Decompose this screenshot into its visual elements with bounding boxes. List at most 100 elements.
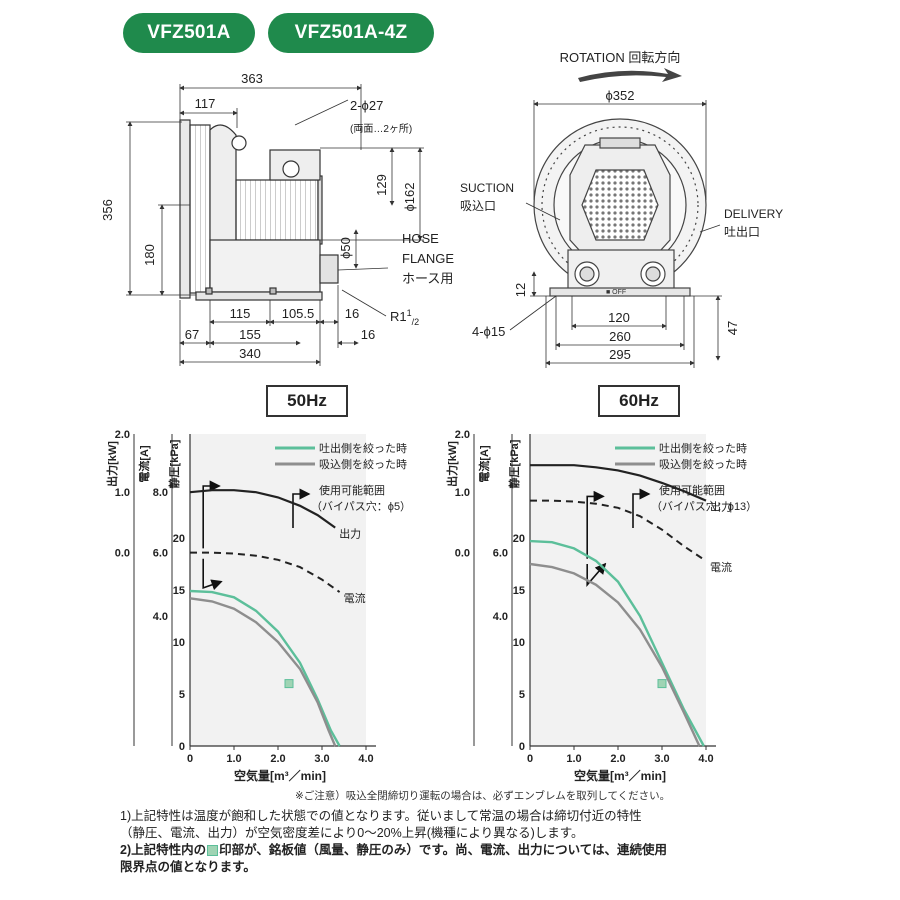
dim-center-height: 180 [142, 244, 157, 266]
legend-suction: 吸込側を絞った時 [319, 457, 407, 471]
series-line-suction [189, 597, 337, 747]
current-tick-label: 6.0 [493, 548, 508, 560]
power-tick-label: 1.0 [455, 487, 470, 499]
model-name: VFZ501A-4Z [294, 22, 408, 43]
current-tick-label: 6.0 [153, 548, 168, 560]
series-line-power [189, 489, 336, 529]
label-holes-note: (両面…2ヶ所) [350, 123, 412, 135]
range-marker-lower [202, 558, 223, 591]
legend-range-arrow [292, 488, 311, 528]
model-name: VFZ501A [147, 22, 231, 43]
pressure-tick-label: 15 [173, 585, 185, 597]
side-view-drawing: 363 117 356 180 129 ϕ162 ϕ50 115 105.5 1… [100, 71, 454, 366]
axis-title-airflow: 空気量[m³／min] [574, 768, 666, 783]
dim-motor-dia: ϕ162 [402, 183, 417, 212]
legend-discharge: 吐出側を絞った時 [659, 441, 747, 455]
caution-note: ※ご注意）吸込全閉締切り運転の場合は、必ずエンブレムを取列してください。 [295, 790, 671, 802]
series-line-suction [529, 562, 701, 747]
power-tick-label: 2.0 [455, 429, 470, 441]
dim-flange-offset: 117 [195, 96, 216, 111]
x-tick-label: 3.0 [654, 753, 669, 765]
range-marker-upper [586, 490, 605, 559]
series-line-discharge [529, 539, 705, 747]
rated-square-icon [207, 845, 219, 857]
dim-base-length: 340 [239, 346, 261, 361]
legend-discharge: 吐出側を絞った時 [319, 441, 407, 455]
notes-section: ※ご注意）吸込全閉締切り運転の場合は、必ずエンブレムを取列してください。 1)上… [120, 790, 780, 876]
curve-label-current: 電流 [710, 560, 732, 574]
suction-label-jp: 吸込口 [460, 199, 496, 213]
legend-range: 使用可能範囲 [319, 483, 385, 497]
label-thread: R11/2 [390, 308, 419, 327]
dim-hose-dia: ϕ50 [338, 237, 353, 259]
delivery-label-en: DELIVERY [724, 207, 783, 221]
suction-label-en: SUCTION [460, 181, 514, 195]
plot-area [190, 434, 366, 746]
legend-range-arrow [632, 488, 651, 528]
note-2: 2)上記特性内の印部が、銘板値（風量、静圧のみ）です。尚、電流、出力については、… [120, 843, 668, 857]
pressure-tick-label: 15 [513, 585, 525, 597]
legend-range: 使用可能範囲 [659, 483, 725, 497]
axis-title-current: 電流[A] [477, 445, 491, 483]
note-1b: （静圧、電流、出力）が空気密度差により0〜20%上昇(機種により異なる)します。 [120, 826, 584, 840]
pressure-tick-label: 20 [513, 533, 525, 545]
current-tick-label: 4.0 [153, 611, 168, 623]
x-tick-label: 0 [527, 753, 533, 765]
range-marker-lower [586, 562, 607, 587]
model-badge-vfz501a: VFZ501A [123, 13, 255, 53]
freq-label-60hz: 60Hz [598, 385, 680, 417]
current-tick-label: 8.0 [153, 487, 168, 499]
axis-title-pressure: 静圧[kPa] [507, 439, 521, 488]
power-tick-label: 2.0 [115, 429, 130, 441]
rotation-arrow-icon [578, 68, 682, 82]
pressure-tick-label: 0 [179, 741, 185, 753]
axis-title-pressure: 静圧[kPa] [167, 439, 181, 488]
note-2b: 限界点の値となります。 [120, 860, 256, 874]
series-line-discharge [189, 589, 341, 747]
current-tick-label: 4.0 [493, 611, 508, 623]
pressure-tick-label: 20 [173, 533, 185, 545]
pressure-tick-label: 10 [173, 637, 185, 649]
label-holes: 2-ϕ27 [350, 98, 383, 113]
power-tick-label: 1.0 [115, 487, 130, 499]
dim-hole-spacing: 115 [230, 306, 251, 321]
front-view-drawing: ROTATION 回転方向 ϕ352 ■ OFF [460, 50, 783, 368]
power-tick-label: 0.0 [455, 548, 470, 560]
x-tick-label: 1.0 [226, 753, 241, 765]
dim-mid-span: 260 [609, 329, 631, 344]
x-tick-label: 3.0 [314, 753, 329, 765]
x-tick-label: 4.0 [358, 753, 373, 765]
series-line-current [530, 499, 707, 562]
dim-height: 356 [100, 199, 115, 221]
x-tick-label: 1.0 [566, 753, 581, 765]
dim-pipe-offset: 16 [345, 306, 359, 321]
curve-label-current: 電流 [344, 591, 366, 605]
dim-inner-span: 120 [608, 310, 630, 325]
note-1: 1)上記特性は温度が飽和した状態での値となります。従いまして常温の場合は締切付近… [120, 809, 642, 823]
label-hose-2: FLANGE [402, 251, 454, 266]
dim-base-height: 47 [725, 321, 740, 335]
x-tick-label: 2.0 [610, 753, 625, 765]
dim-overall-length: 363 [241, 71, 263, 86]
plate-text: ■ OFF [606, 289, 626, 296]
legend-suction: 吸込側を絞った時 [659, 457, 747, 471]
dim-outer-span: 295 [609, 347, 631, 362]
dim-foot-height: 12 [513, 283, 528, 297]
label-hose-1: HOSE [402, 231, 439, 246]
dim-pipe-offset-2: 16 [361, 327, 375, 342]
series-line-power [530, 464, 707, 502]
dim-hole-offset: 105.5 [282, 306, 315, 321]
technical-drawings: 363 117 356 180 129 ϕ162 ϕ50 115 105.5 1… [100, 50, 783, 368]
legend-bypass: （バイパス穴：ϕ13） [651, 499, 757, 513]
dim-mount-holes: 4-ϕ15 [472, 324, 505, 339]
dim-foot-span: 155 [239, 327, 261, 342]
axis-title-airflow: 空気量[m³／min] [234, 768, 326, 783]
freq-text: 50Hz [287, 391, 327, 410]
curve-label-power: 出力 [339, 527, 361, 541]
rated-point-marker [284, 679, 294, 689]
label-hose-3: ホース用 [402, 271, 453, 286]
curve-label-power: 出力 [710, 500, 732, 514]
